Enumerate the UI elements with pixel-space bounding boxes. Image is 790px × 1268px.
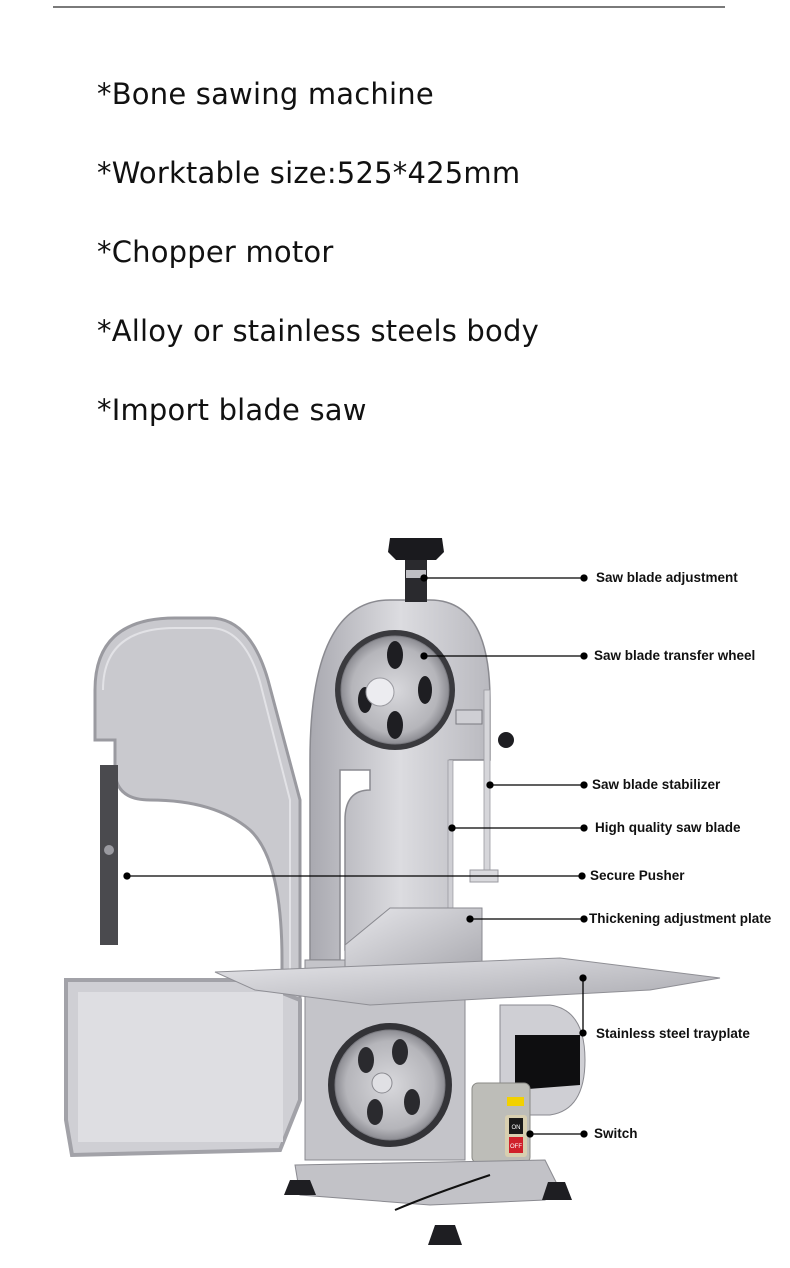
callout-thickening-adjustment-plate: Thickening adjustment plate xyxy=(589,911,772,926)
feature-list: *Bone sawing machine *Worktable size:525… xyxy=(97,72,539,467)
callout-stainless-steel-trayplate: Stainless steel trayplate xyxy=(596,1026,750,1041)
top-divider xyxy=(53,6,725,8)
callout-saw-blade-stabilizer: Saw blade stabilizer xyxy=(592,777,721,792)
machine-diagram: ON OFF Saw blade adjustment Saw blade tr… xyxy=(0,500,790,1268)
feature-item: *Bone sawing machine xyxy=(97,77,434,111)
stainless-steel-trayplate xyxy=(214,957,721,1006)
feature-item: *Alloy or stainless steels body xyxy=(97,314,539,348)
callout-lines xyxy=(123,574,588,1138)
feature-item: *Chopper motor xyxy=(97,235,334,269)
pusher-bolt-icon xyxy=(104,845,114,855)
callout-high-quality-saw-blade: High quality saw blade xyxy=(595,820,741,835)
foot xyxy=(284,1180,316,1195)
saw-blade-adjustment-knob xyxy=(388,538,444,602)
power-cable xyxy=(394,1174,491,1211)
callout-saw-blade-adjustment: Saw blade adjustment xyxy=(596,570,738,585)
foot xyxy=(428,1225,462,1245)
switch-on-label: ON xyxy=(512,1125,521,1131)
callout-secure-pusher: Secure Pusher xyxy=(590,868,685,883)
feature-item: *Import blade saw xyxy=(97,393,367,427)
upper-door xyxy=(93,616,302,1062)
switch-box: ON OFF xyxy=(471,1082,531,1164)
machine-base xyxy=(294,1159,561,1206)
saw-blade-transfer-wheel xyxy=(340,635,450,745)
stabilizer-knob-icon xyxy=(498,732,514,748)
switch-off-label: OFF xyxy=(510,1144,522,1150)
feature-item: *Worktable size:525*425mm xyxy=(97,156,521,190)
callout-saw-blade-transfer-wheel: Saw blade transfer wheel xyxy=(594,648,756,663)
foot xyxy=(542,1182,572,1200)
bone-saw-illustration: ON OFF xyxy=(64,538,721,1245)
saw-blade-stabilizer xyxy=(483,689,491,871)
callout-switch: Switch xyxy=(594,1126,638,1141)
lower-door xyxy=(64,978,302,1158)
